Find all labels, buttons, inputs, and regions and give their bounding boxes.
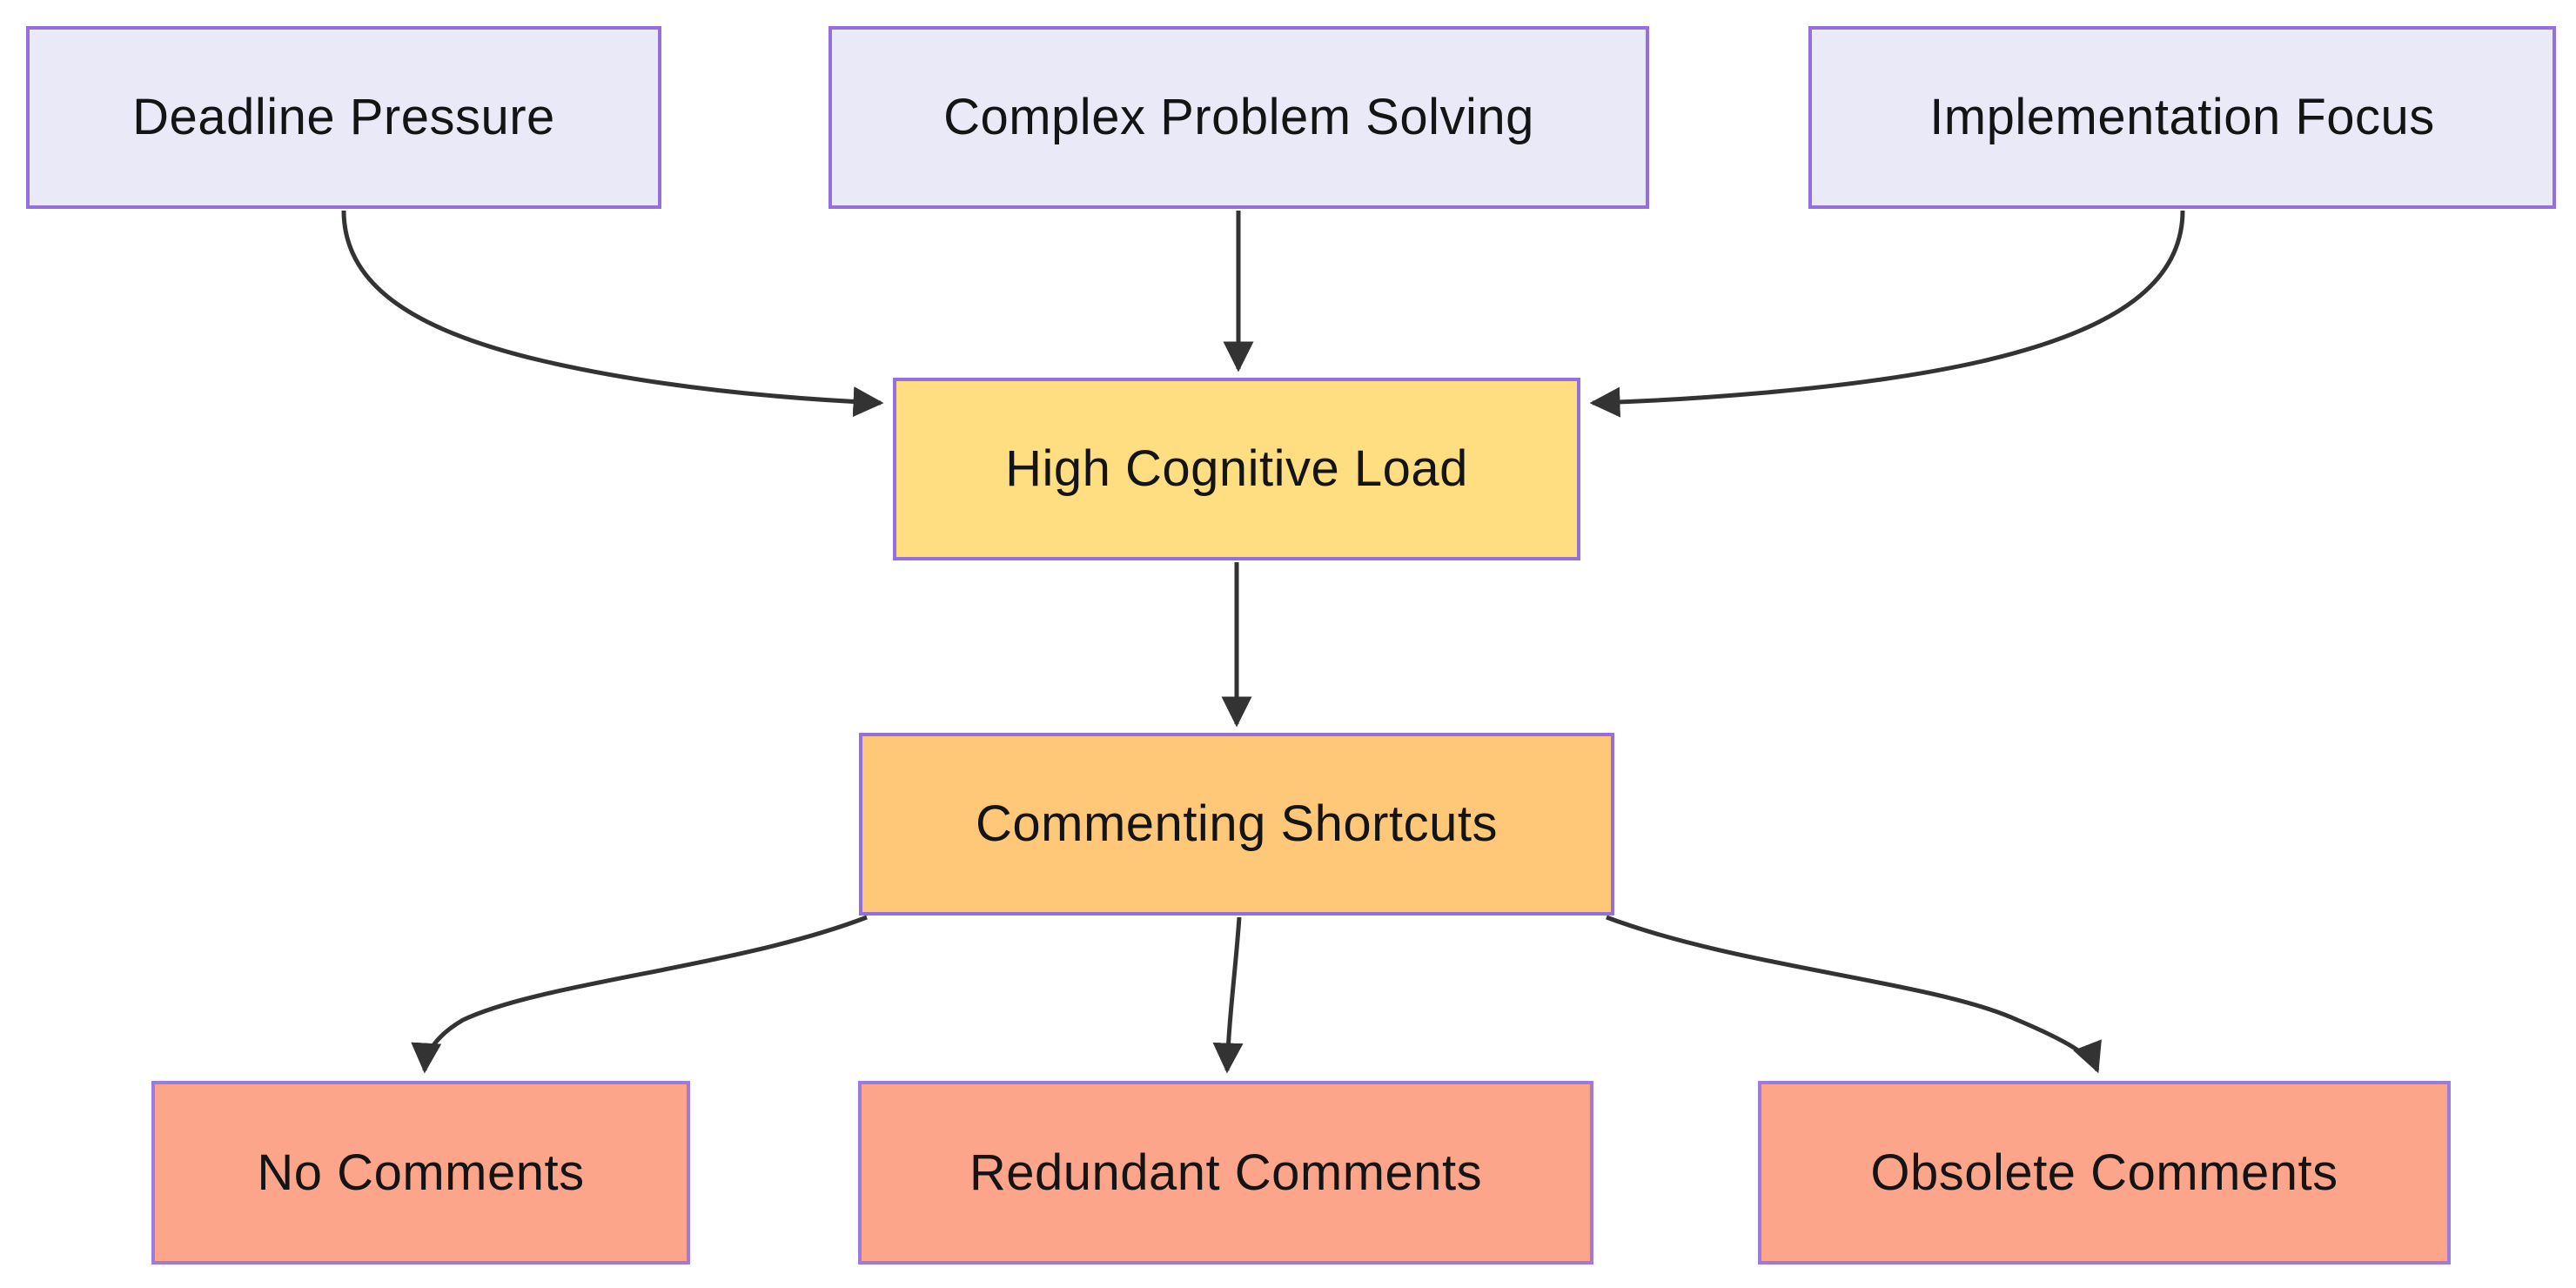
node-commenting-shortcuts: Commenting Shortcuts [859,733,1614,916]
node-label: Implementation Focus [1929,89,2435,146]
node-label: Deadline Pressure [132,89,555,146]
node-label: No Comments [257,1144,585,1201]
node-complex-problem-solving: Complex Problem Solving [828,26,1649,209]
node-label: Redundant Comments [969,1144,1483,1201]
edge-shortcuts-to-none [411,915,868,1074]
node-label: Complex Problem Solving [943,89,1534,146]
node-implementation-focus: Implementation Focus [1808,26,2556,209]
node-high-cognitive-load: High Cognitive Load [893,378,1580,560]
node-label: High Cognitive Load [1005,440,1468,498]
edge-shortcuts-to-obsolete [1606,915,2102,1074]
node-label: Obsolete Comments [1870,1144,2338,1201]
node-label: Commenting Shortcuts [976,795,1498,853]
edge-deadline-to-cognitive [341,210,884,418]
edge-implementation-to-cognitive [1589,210,2185,418]
node-obsolete-comments: Obsolete Comments [1758,1081,2451,1265]
node-no-comments: No Comments [151,1081,690,1265]
node-redundant-comments: Redundant Comments [858,1081,1593,1265]
node-deadline-pressure: Deadline Pressure [26,26,661,209]
edge-shortcuts-to-redundant [1212,916,1244,1074]
